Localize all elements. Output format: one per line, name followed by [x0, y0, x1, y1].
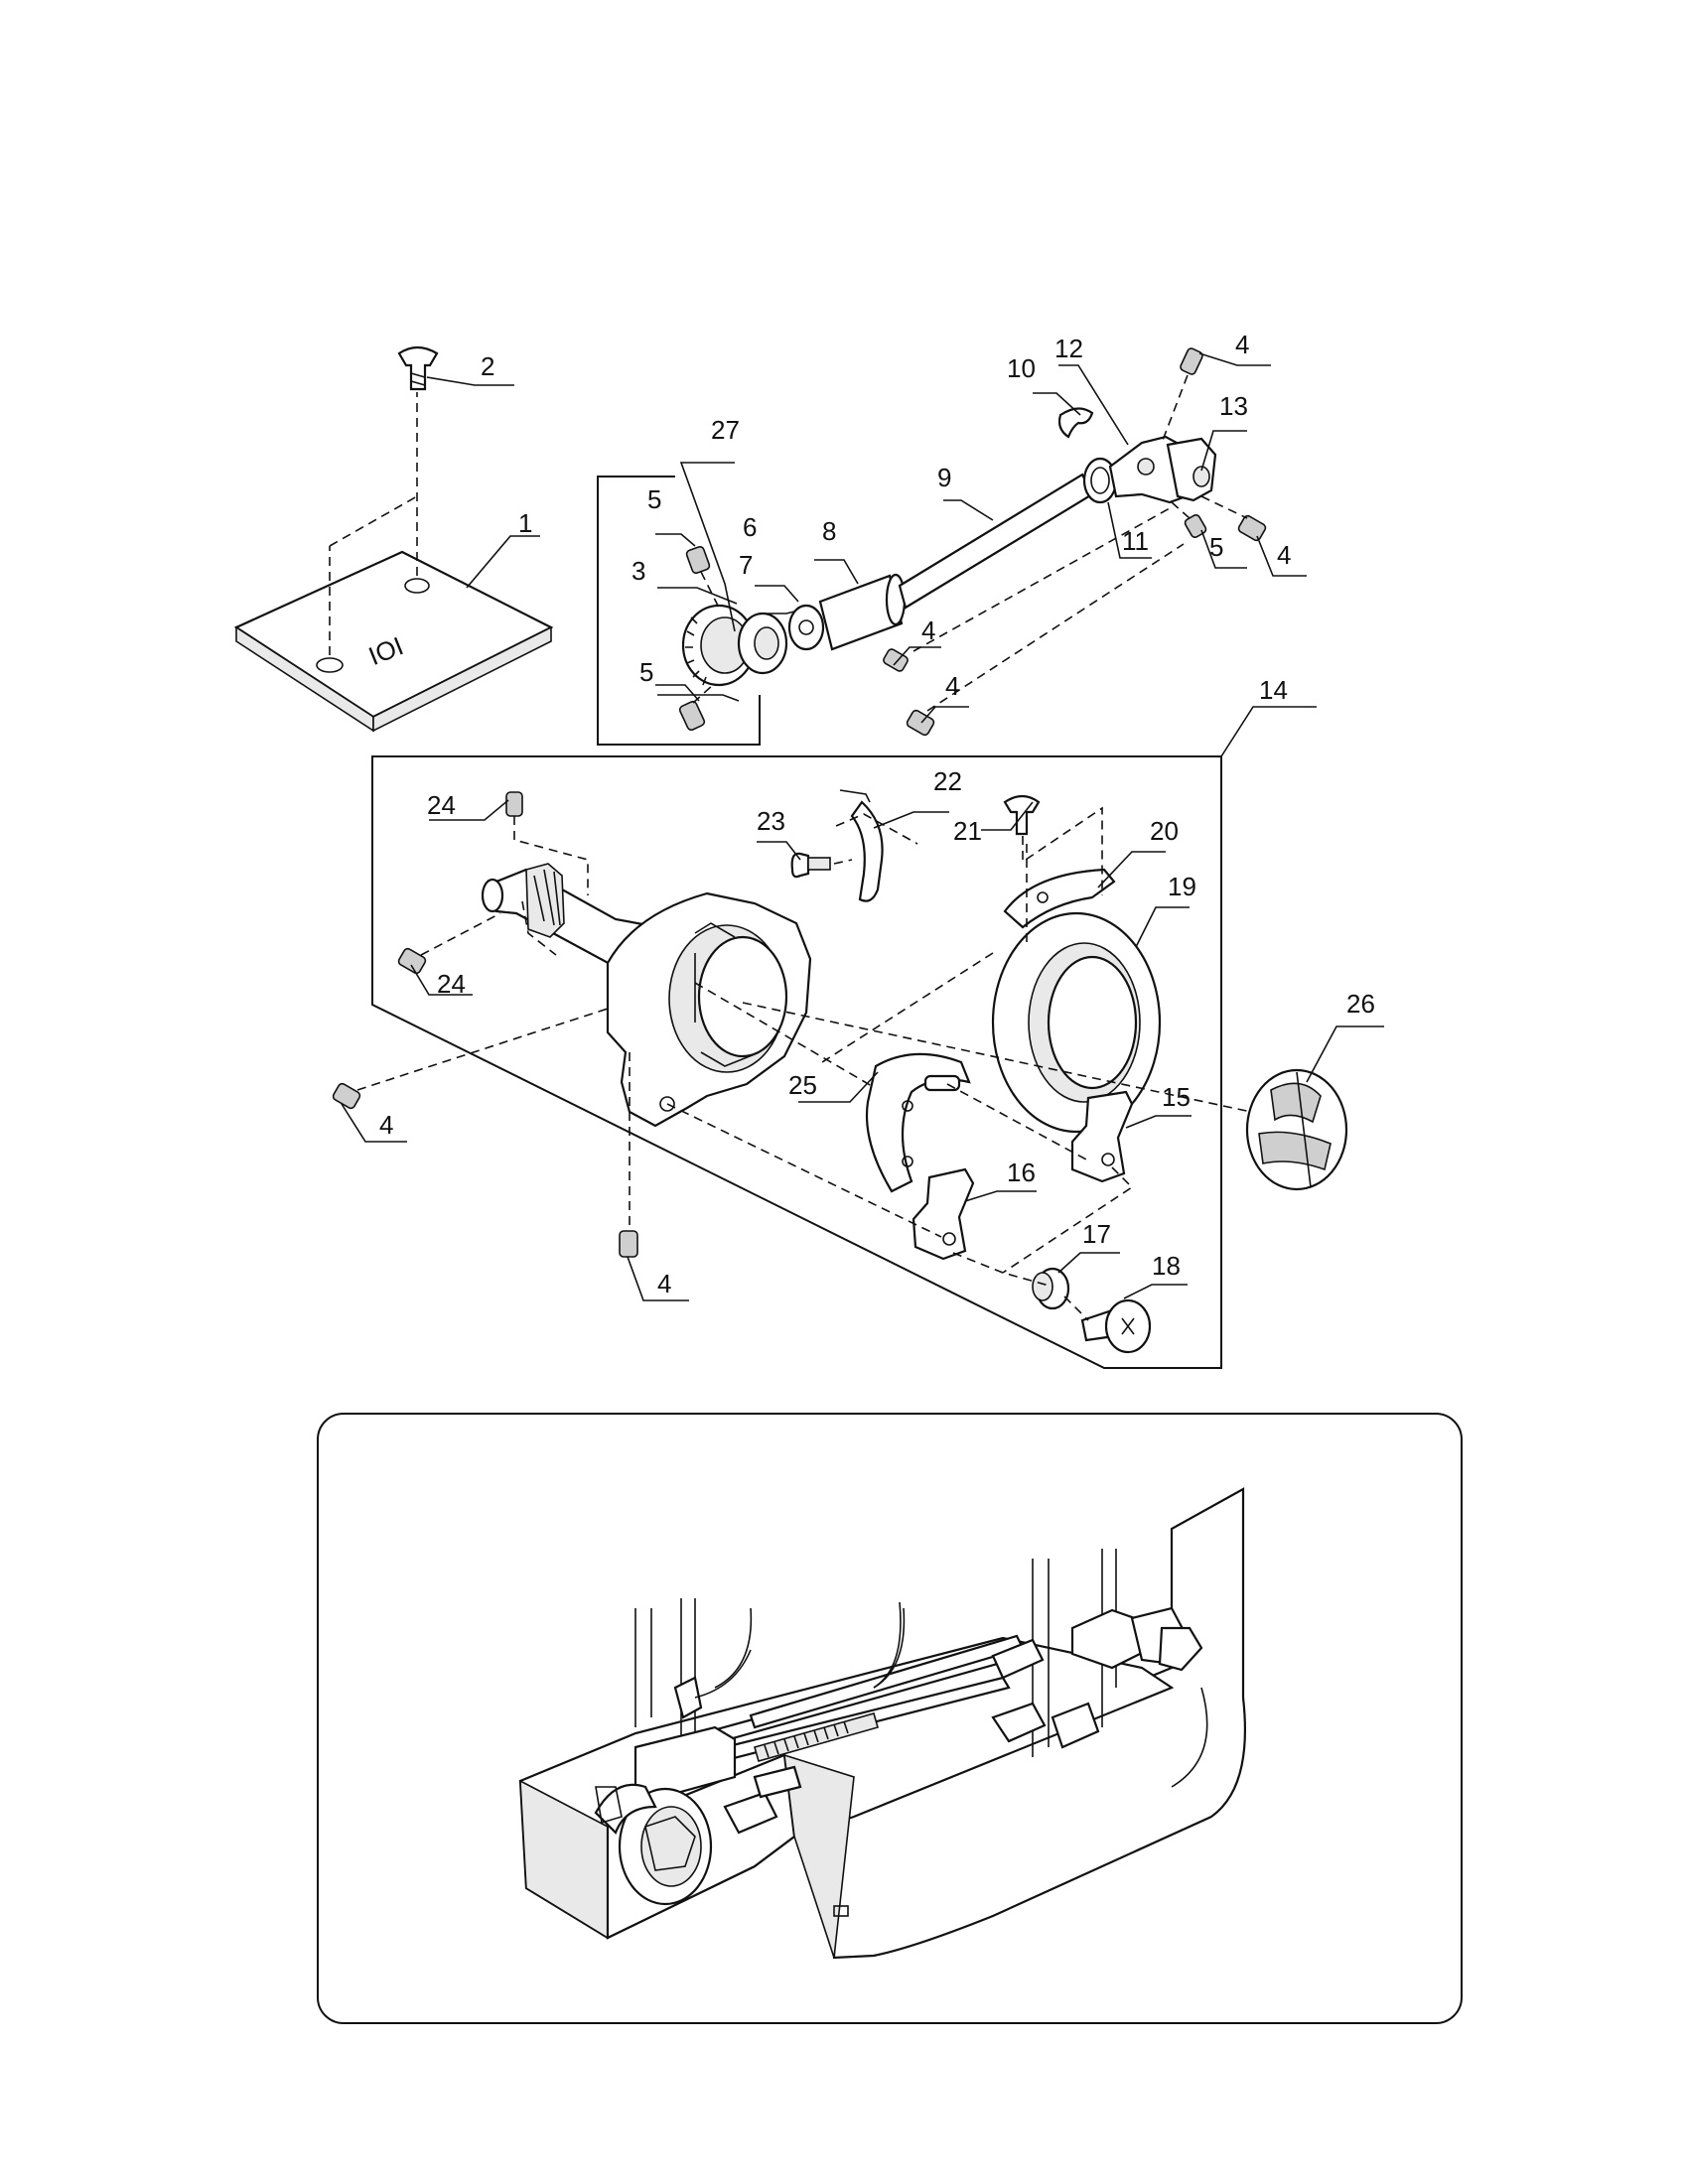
- lower-shaft-9: [898, 473, 1094, 610]
- callout-4b: 4: [945, 671, 959, 701]
- needle-plate-group: IOI: [233, 345, 554, 733]
- callout-9: 9: [937, 463, 951, 492]
- callout-27: 27: [711, 415, 740, 445]
- callout-16: 16: [1007, 1158, 1036, 1187]
- set-screw-4a: [883, 648, 909, 672]
- callout-5a: 5: [647, 484, 661, 514]
- bobbin-case-26: [1245, 1068, 1348, 1191]
- callout-5c: 5: [1209, 532, 1223, 562]
- set-screw-24a: [505, 791, 523, 817]
- callout-5b: 5: [639, 657, 653, 687]
- callout-11: 11: [1122, 526, 1149, 556]
- callout-22: 22: [933, 766, 962, 796]
- set-screw-4e: [332, 1082, 361, 1110]
- callout-15: 15: [1162, 1082, 1191, 1112]
- callout-2: 2: [481, 351, 494, 381]
- callout-13: 13: [1219, 391, 1248, 421]
- callout-18: 18: [1152, 1251, 1181, 1281]
- callout-19: 19: [1168, 872, 1196, 901]
- retaining-ring-10: [1057, 407, 1094, 439]
- callout-8: 8: [822, 516, 836, 546]
- callout-24b: 24: [437, 969, 466, 999]
- set-screw-4c: [1180, 347, 1203, 375]
- callout-10: 10: [1007, 353, 1036, 383]
- callout-4d: 4: [1277, 540, 1291, 570]
- callout-3: 3: [632, 556, 645, 586]
- callout-12: 12: [1054, 334, 1083, 363]
- set-screw-24b: [397, 947, 427, 975]
- lever-16: [912, 1167, 975, 1261]
- screw-23: [790, 852, 810, 879]
- set-screw-5b: [678, 700, 706, 732]
- callout-14: 14: [1259, 675, 1288, 705]
- callout-1: 1: [518, 508, 532, 538]
- callout-4c: 4: [1235, 330, 1249, 359]
- callout-6: 6: [743, 512, 757, 542]
- callout-25: 25: [788, 1070, 817, 1100]
- callout-labels: 1 2 3 5 5 6 7 8 9 10 11 12 4 13 5 4 4 4 …: [379, 330, 1375, 1298]
- location-inset: [317, 1413, 1463, 2024]
- screw-2: [397, 345, 439, 391]
- lever-15: [1070, 1090, 1134, 1183]
- inset-frame: [317, 1413, 1463, 2024]
- callout-20: 20: [1150, 816, 1179, 846]
- hook-assembly-group: [332, 755, 1348, 1369]
- set-screw-5c: [1184, 514, 1207, 538]
- callout-7: 7: [739, 550, 753, 580]
- callout-24a: 24: [427, 790, 456, 820]
- callout-leaders: [341, 352, 1384, 1301]
- callout-21: 21: [953, 816, 982, 846]
- set-screw-4d: [1237, 514, 1267, 542]
- hook-shaft-group: [597, 347, 1267, 746]
- set-screw-4f: [619, 1230, 638, 1258]
- callout-4e: 4: [379, 1110, 393, 1140]
- collar-7: [787, 604, 825, 651]
- callout-26: 26: [1346, 989, 1375, 1019]
- hook-25: [865, 1052, 971, 1193]
- callout-17: 17: [1082, 1219, 1111, 1249]
- callout-4f: 4: [657, 1269, 671, 1298]
- set-screw-5a: [685, 545, 711, 575]
- callout-23: 23: [757, 806, 785, 836]
- callout-4a: 4: [921, 615, 935, 645]
